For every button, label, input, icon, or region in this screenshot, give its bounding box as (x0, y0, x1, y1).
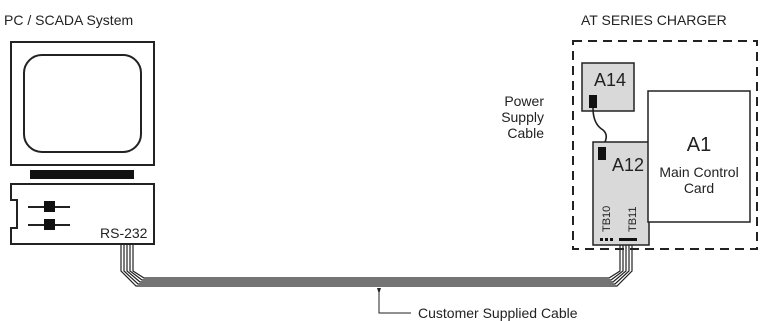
a1-line1: Main Control (659, 164, 738, 180)
cable-label: Customer Supplied Cable (418, 305, 578, 321)
charger-title: AT SERIES CHARGER (581, 12, 727, 28)
rs232-port-label: RS-232 (100, 225, 148, 241)
monitor-stand (30, 170, 134, 179)
a1-main-control-card (647, 90, 751, 223)
tb11-terminal-block (619, 238, 637, 241)
a1-label: A1 (687, 134, 711, 156)
pc-monitor (10, 41, 155, 166)
charger-enclosure (572, 40, 758, 250)
a14-power-connector (589, 95, 597, 108)
drive-slot-bottom (28, 219, 70, 230)
power-cable-label-line2: Supply (501, 109, 544, 125)
pc-title: PC / SCADA System (4, 12, 133, 28)
tb11-label: TB11 (627, 207, 639, 232)
a12-label: A12 (612, 155, 644, 175)
tb10-terminal-block (600, 238, 613, 241)
a12-power-connector (598, 147, 606, 160)
power-cable-label-line1: Power (504, 93, 544, 109)
tb10-label: TB10 (601, 206, 613, 232)
power-cable-label-line3: Cable (507, 125, 544, 141)
a1-line2: Card (684, 180, 714, 196)
drive-slot-top (28, 201, 70, 212)
cable-callout (377, 288, 411, 314)
power-supply-cable (592, 107, 608, 148)
a14-label: A14 (594, 70, 626, 90)
monitor-screen (23, 54, 142, 153)
customer-cable (120, 244, 633, 287)
